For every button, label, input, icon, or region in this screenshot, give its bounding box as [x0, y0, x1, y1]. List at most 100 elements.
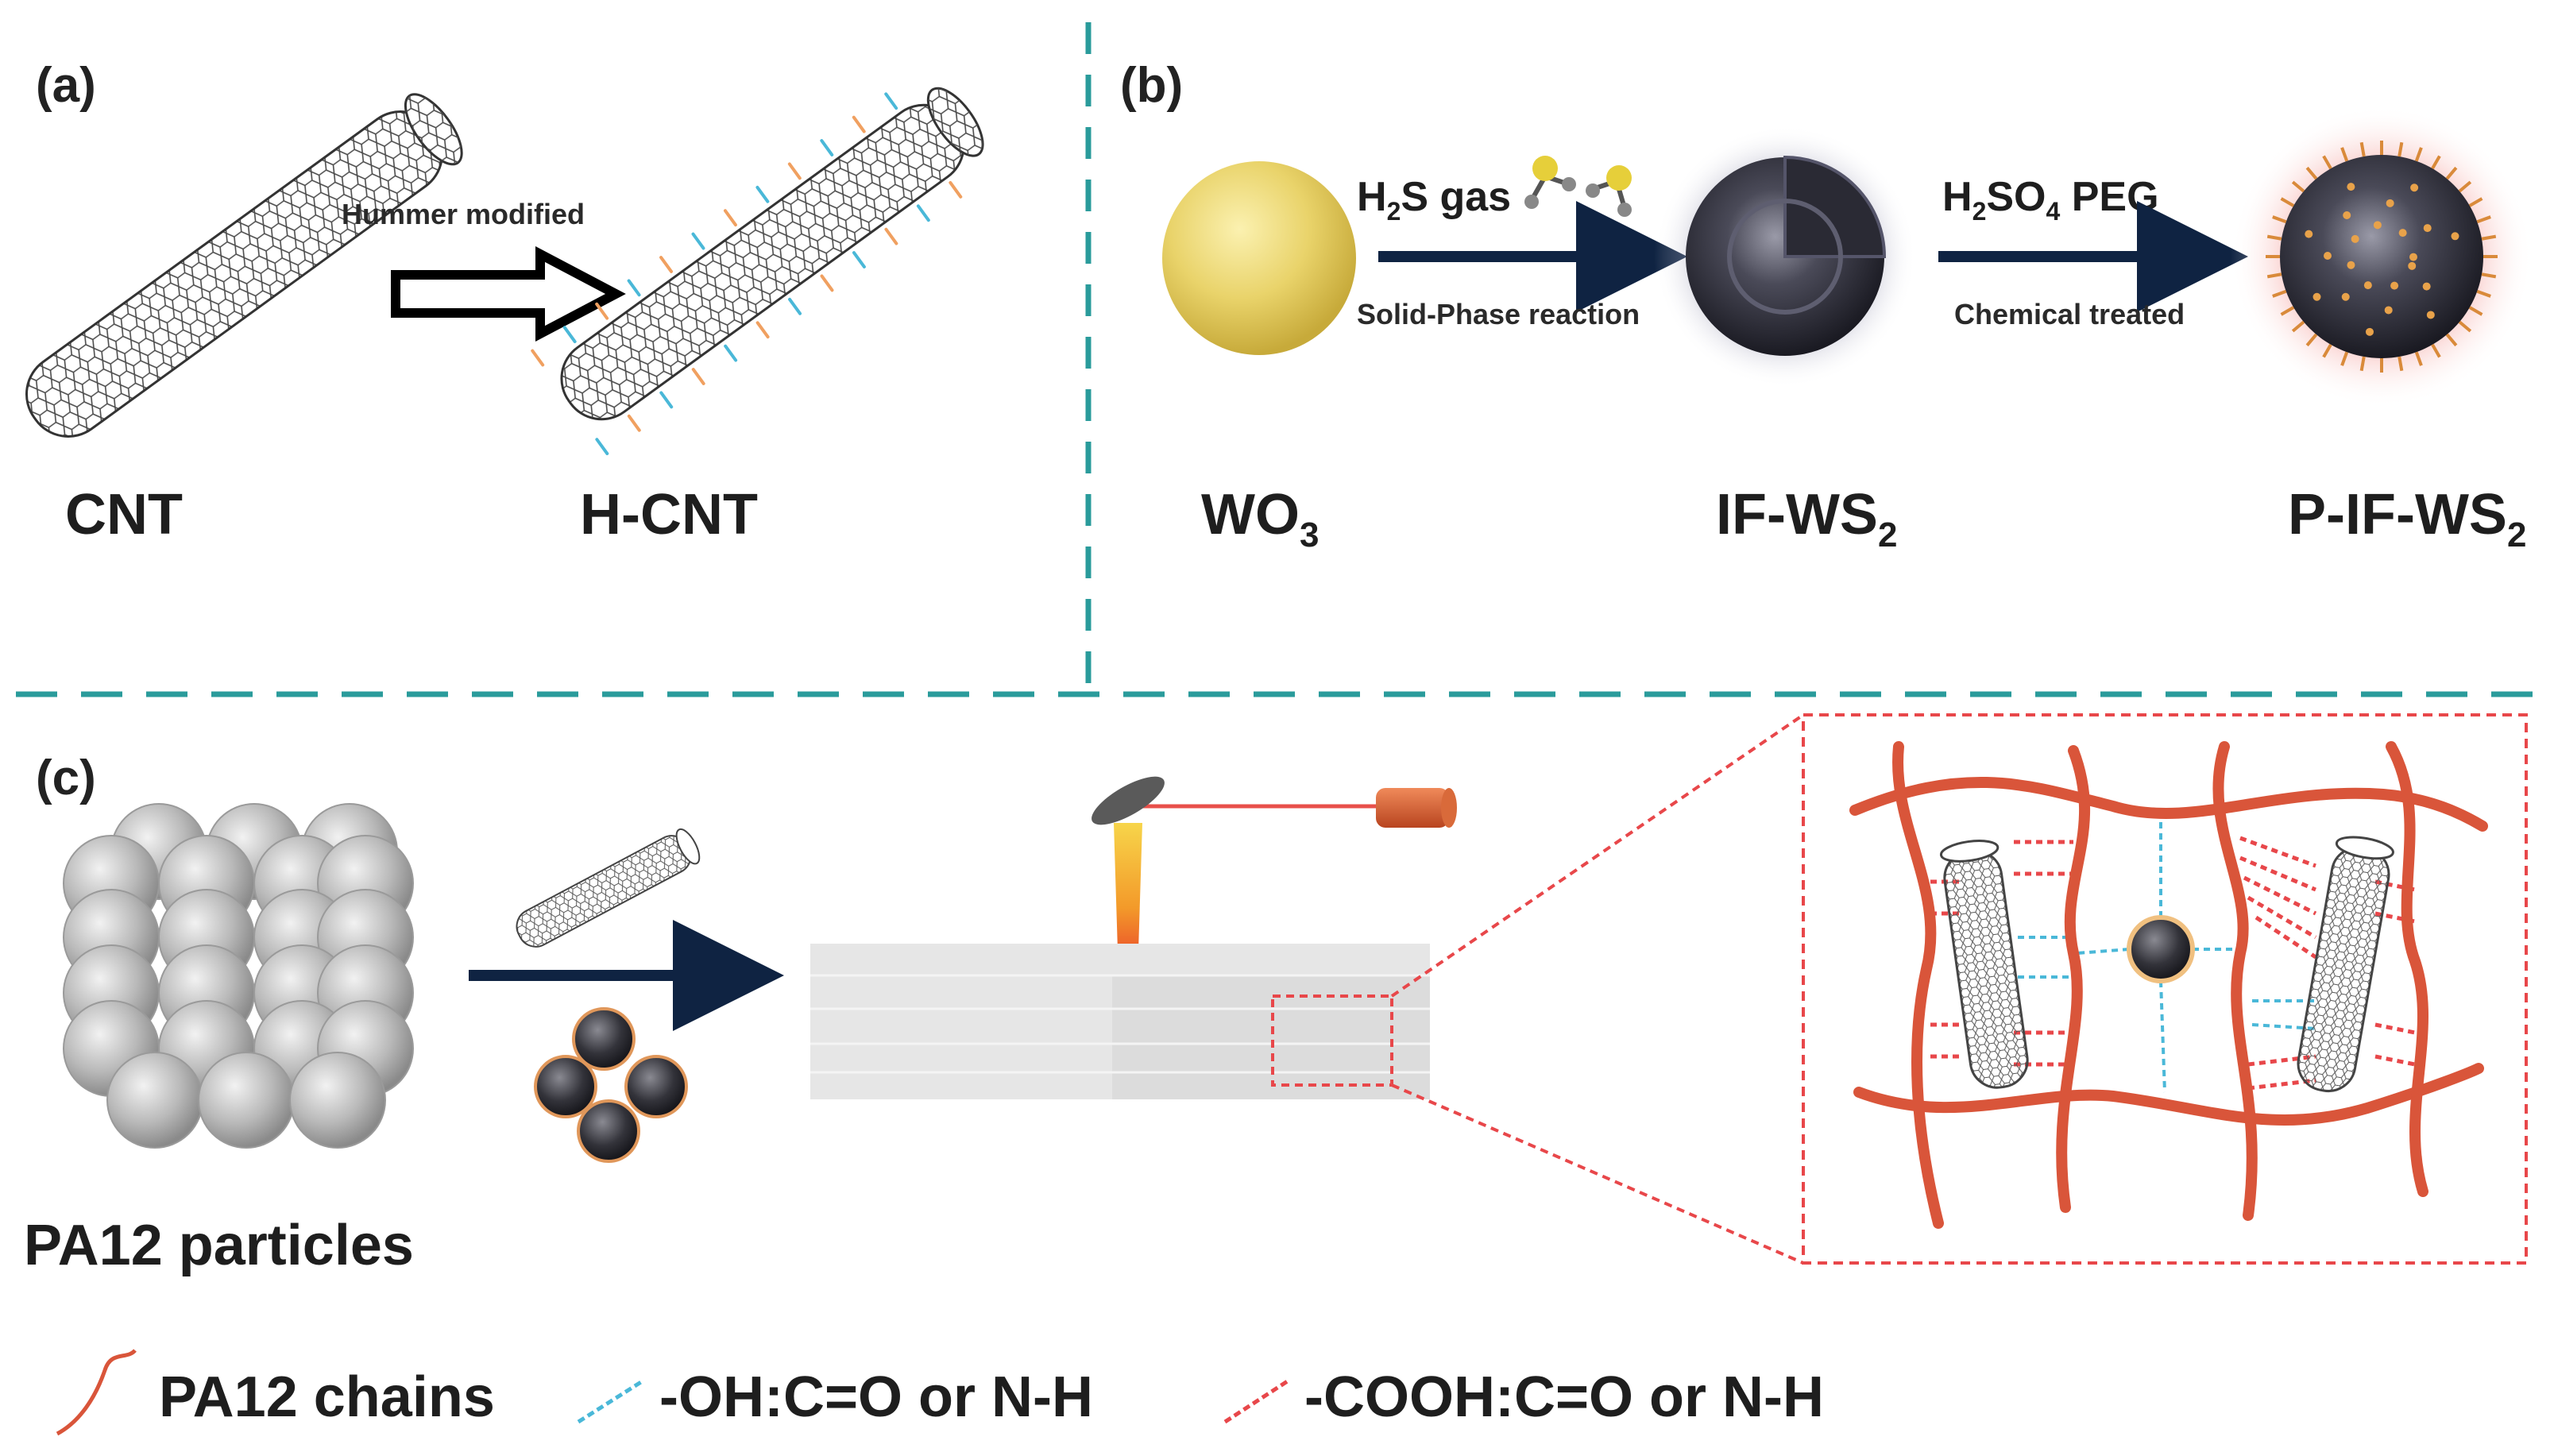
peg-chain: [2280, 306, 2295, 316]
h2s-molecule-icon: [1524, 156, 1632, 217]
peg-dot: [2409, 253, 2417, 261]
peg-chain: [2359, 141, 2366, 157]
panel-a: (a) Hummer modified: [25, 58, 984, 546]
peg-chain: [2340, 147, 2349, 162]
h-cnt-label: H-CNT: [580, 483, 758, 546]
wo3-sphere: [1162, 161, 1356, 355]
legend-chains-label: PA12 chains: [159, 1365, 495, 1429]
panel-b-label: (b): [1120, 58, 1183, 113]
peg-dot: [2351, 234, 2359, 243]
if-ws2-label: IF-WS2: [1716, 483, 1897, 554]
peg-chain: [2280, 197, 2295, 207]
peg-dot: [2373, 221, 2382, 230]
peg-dot: [2426, 311, 2435, 319]
peg-chain: [2266, 272, 2282, 279]
functional-groups: [531, 92, 963, 456]
pa12-chains: [1849, 741, 2488, 1229]
peg-chain: [2431, 155, 2441, 170]
peg-chain: [2398, 356, 2404, 372]
peg-chain: [2322, 343, 2332, 358]
p-if-ws2-sphere: [2280, 155, 2483, 358]
panel-a-label: (a): [36, 58, 96, 113]
cooh-bond: [2239, 855, 2316, 892]
step1-reagent: H2S gas: [1357, 174, 1511, 226]
panel-b: (b) H2S gas Solid-Phase reaction H2SO4 P…: [1120, 58, 2533, 554]
zoom-region: [1271, 994, 1393, 1087]
peg-dot: [2305, 230, 2313, 238]
peg-dot: [2410, 183, 2419, 192]
outline-arrow: [391, 246, 626, 342]
peg-chain: [2481, 272, 2497, 279]
zoom-line-top: [1390, 713, 1805, 998]
pa12-particles-label: PA12 particles: [24, 1214, 414, 1277]
peg-chain: [2272, 215, 2287, 224]
peg-dot: [2384, 306, 2393, 315]
cooh-bond: [2247, 895, 2317, 940]
oh-bond: [2159, 980, 2166, 1093]
peg-dot: [2347, 261, 2355, 269]
cooh-bond: [2243, 875, 2317, 916]
peg-chain: [2431, 343, 2441, 358]
peg-dot: [2386, 199, 2394, 207]
peg-surface-groups: [2266, 141, 2498, 373]
peg-chain: [2291, 320, 2305, 333]
peg-chain: [2476, 289, 2491, 298]
peg-dot: [2390, 281, 2399, 290]
peg-chain: [2266, 234, 2282, 241]
cooh-bond: [2239, 836, 2316, 868]
cooh-bond: [2255, 915, 2317, 960]
legend-cooh-label: -COOH:C=O or N-H: [1304, 1365, 1824, 1429]
step2-reagent: H2SO4 PEG: [1942, 174, 2159, 226]
peg-dot: [2363, 281, 2372, 290]
peg-chain: [2291, 180, 2305, 193]
legend-red-icon: [1223, 1378, 1290, 1424]
peg-chain: [2359, 356, 2366, 372]
pa12-particle: [198, 1052, 295, 1149]
peg-dot: [2422, 282, 2431, 291]
peg-chain: [2458, 180, 2472, 193]
peg-dot: [2324, 252, 2332, 261]
legend: PA12 chains -OH:C=O or N-H -COOH:C=O or …: [56, 1349, 1824, 1436]
hummer-modified-label: Hummer modified: [342, 198, 585, 230]
h-cnt-tube: [531, 87, 984, 456]
peg-chain: [2322, 155, 2332, 170]
powder-bed: [810, 944, 1430, 1099]
peg-chain: [2445, 166, 2458, 180]
pa12-particle: [106, 1052, 203, 1149]
zoom-cnt-left: [1939, 840, 2029, 1089]
peg-chain: [2445, 333, 2458, 347]
peg-chain: [2468, 197, 2483, 207]
step1-condition: Solid-Phase reaction: [1357, 298, 1640, 330]
peg-chain: [2414, 147, 2423, 162]
legend-blue-icon: [577, 1378, 645, 1424]
laser-beam-down: [1114, 823, 1142, 977]
peg-chain: [2305, 333, 2318, 347]
peg-dot: [2451, 232, 2459, 241]
cnt-label: CNT: [65, 483, 183, 546]
peg-chain: [2468, 306, 2483, 316]
peg-chain: [2476, 215, 2491, 224]
scanning-mirror: [1092, 776, 1165, 825]
small-cnt: [516, 828, 701, 948]
peg-dot: [2347, 183, 2355, 191]
cooh-bond: [2374, 1022, 2416, 1035]
if-ws2-inner-shell: [1727, 199, 1843, 315]
wo3-label: WO3: [1201, 483, 1319, 554]
peg-chain: [2398, 141, 2404, 157]
legend-chain-icon: [56, 1349, 137, 1436]
panel-c-label: (c): [36, 751, 96, 805]
peg-chain: [2305, 166, 2318, 180]
peg-chain: [2481, 234, 2497, 241]
peg-dot: [2398, 229, 2407, 238]
laser-source: [1376, 788, 1449, 828]
p-if-ws2-label: P-IF-WS2: [2288, 483, 2526, 554]
oh-interactions: [2018, 818, 2316, 1093]
laser-setup: [1092, 776, 1457, 977]
peg-chain: [2272, 289, 2287, 298]
cnt-tube: [25, 93, 463, 438]
peg-dot: [2365, 327, 2374, 336]
panel-dividers: [16, 22, 2546, 697]
ws2-particles: [534, 1007, 688, 1163]
pa12-particle: [289, 1052, 386, 1149]
